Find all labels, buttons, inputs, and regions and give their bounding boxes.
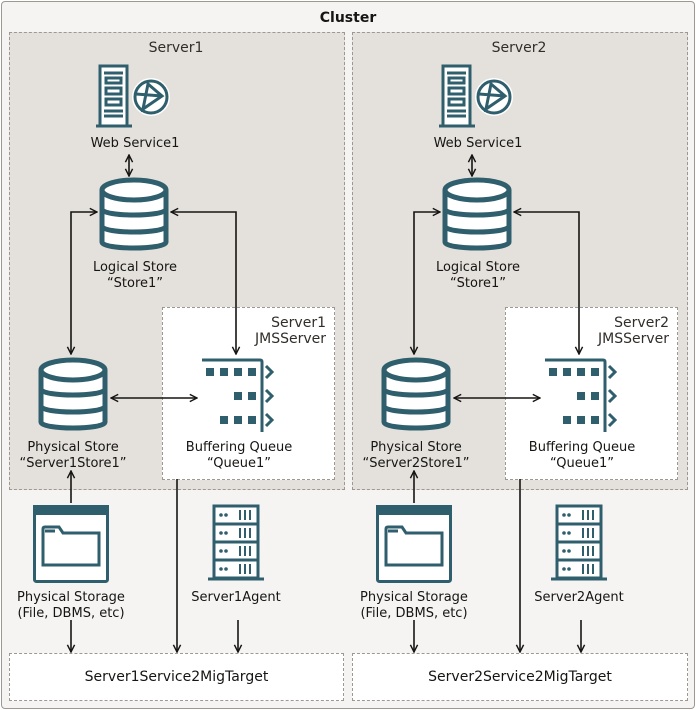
server1-jms-label-line2: JMSServer — [254, 331, 326, 347]
server1-physical-store-label-line2: “Server1Store1” — [19, 456, 127, 471]
server1-buffering-queue-label-line2: “Queue1” — [207, 456, 271, 471]
server2-physical-storage-label-line1: Physical Storage — [360, 590, 468, 605]
server2-logical-store-database-icon — [442, 177, 512, 251]
server2-migration-target: Server2Service2MigTarget — [352, 653, 688, 701]
server2-title: Server2 — [491, 40, 547, 56]
server2-buffering-queue-label-line2: “Queue1” — [550, 456, 614, 471]
server2-physical-store-label-line1: Physical Store — [370, 440, 462, 455]
server2-agent-server-rack-icon — [551, 504, 607, 581]
server1-physical-storage-folder-icon — [33, 505, 109, 583]
server1-buffering-queue-icon — [202, 358, 275, 432]
server1-physical-store-database-icon — [38, 357, 108, 431]
server1-migration-target-label: Server1Service2MigTarget — [84, 669, 269, 685]
server2-logical-store-label-line1: Logical Store — [435, 260, 521, 275]
server1-logical-store-label-line1: Logical Store — [92, 260, 178, 275]
server1-web-service-label: Web Service1 — [90, 136, 180, 151]
server2-physical-storage-folder-icon — [376, 505, 452, 583]
server1-physical-storage-label-line1: Physical Storage — [17, 590, 125, 605]
server2-jms-label-line1: Server2 — [614, 315, 669, 331]
server1-physical-storage-label-line2: (File, DBMS, etc) — [17, 606, 125, 621]
server2-agent-label: Server2Agent — [534, 590, 624, 605]
cluster-title: Cluster — [319, 10, 377, 26]
server2-physical-storage-label-line2: (File, DBMS, etc) — [360, 606, 468, 621]
server2-physical-store-label-line2: “Server2Store1” — [362, 456, 470, 471]
server2-web-service-label: Web Service1 — [433, 136, 523, 151]
server2-logical-store-label-line2: “Store1” — [449, 276, 507, 291]
server1-agent-server-rack-icon — [208, 504, 264, 581]
server1-logical-store-database-icon — [99, 177, 169, 251]
server1-buffering-queue-label-line1: Buffering Queue — [185, 440, 293, 455]
server1-agent-label: Server1Agent — [191, 590, 281, 605]
server1-migration-target: Server1Service2MigTarget — [9, 653, 344, 701]
server2-buffering-queue-icon — [545, 358, 618, 432]
server2-migration-target-label: Server2Service2MigTarget — [428, 669, 612, 685]
server1-logical-store-label-line2: “Store1” — [106, 276, 164, 291]
web-server-globe-icon — [439, 64, 513, 128]
server2-buffering-queue-label-line1: Buffering Queue — [528, 440, 636, 455]
server1-physical-store-label-line1: Physical Store — [27, 440, 119, 455]
server1-title: Server1 — [148, 40, 204, 56]
server1-jms-label-line1: Server1 — [271, 315, 326, 331]
server2-jms-label-line2: JMSServer — [597, 331, 669, 347]
web-server-globe-icon — [96, 64, 170, 128]
server2-physical-store-database-icon — [381, 357, 451, 431]
